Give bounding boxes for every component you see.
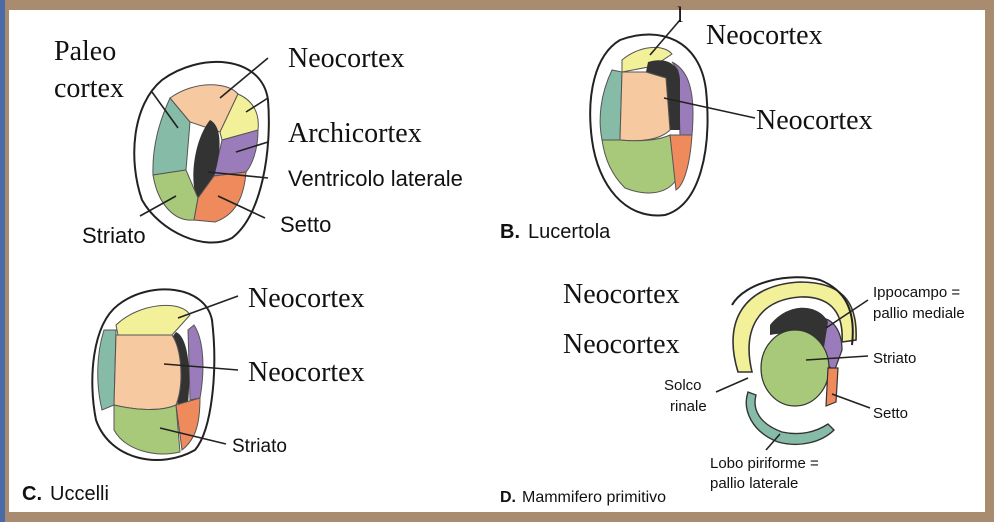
panel-a-label-setto: Setto <box>280 212 331 237</box>
panel-b-caption-text: Lucertola <box>528 221 611 243</box>
panel-c-label-neocortex-top: Neocortex <box>248 283 365 314</box>
panel-b-fragment-l: l <box>677 2 683 27</box>
panel-d-label-striato: Striato <box>873 350 916 367</box>
panel-a-label-archicortex: Archicortex <box>288 118 422 149</box>
panel-b-label-neocortex-top: Neocortex <box>706 20 823 51</box>
panel-d-caption: D. Mammifero primitivo <box>500 489 666 506</box>
panel-d-label-solco-1: Solco <box>664 377 702 394</box>
panel-c-caption-text: Uccelli <box>50 483 109 505</box>
panel-d-label-lobo-1: Lobo piriforme = <box>710 455 819 472</box>
panel-c-label-neocortex-mid: Neocortex <box>248 357 365 388</box>
panel-b-paleocortex-region <box>600 70 622 140</box>
panel-c-yellow-region <box>116 305 190 335</box>
panel-a-label-paleo-1: Paleo <box>54 36 116 67</box>
panel-a-label-neocortex: Neocortex <box>288 43 405 74</box>
panel-d-striato-region <box>761 330 829 406</box>
panel-d-setto-region <box>826 368 838 406</box>
panel-d-label-lobo-2: pallio laterale <box>710 475 798 492</box>
panel-c: Neocortex Neocortex Striato C. Uccelli <box>22 283 365 505</box>
panel-d-caption-letter: D. <box>500 489 516 506</box>
panel-b-caption: B. Lucertola <box>500 221 611 243</box>
panel-a-striato-region <box>153 170 198 220</box>
panel-b-neocortex-region <box>620 72 670 141</box>
panel-d-leader-setto <box>832 394 870 408</box>
panel-a-leader-neocortex <box>220 58 268 98</box>
panel-d-caption-text: Mammifero primitivo <box>522 489 666 506</box>
panel-a-label-striato: Striato <box>82 223 146 248</box>
panel-c-paleocortex-region <box>98 330 116 410</box>
panel-d: Neocortex Neocortex Ippocampo = pallio m… <box>500 277 965 506</box>
panel-a-label-paleo-2: cortex <box>54 73 124 104</box>
panel-a: Paleo cortex Neocortex Archicortex Ventr… <box>54 36 463 248</box>
panel-a-archicortex-region <box>214 130 258 176</box>
panel-d-label-ippocampo-2: pallio mediale <box>873 305 965 322</box>
panel-d-leader-solco <box>716 378 748 392</box>
panel-c-striato-region <box>114 405 180 454</box>
panel-d-label-ippocampo-1: Ippocampo = <box>873 284 960 301</box>
panel-c-label-striato: Striato <box>232 436 287 457</box>
panel-c-neocortex-region <box>114 335 181 410</box>
panel-b-caption-letter: B. <box>500 221 520 243</box>
panel-c-caption: C. Uccelli <box>22 483 109 505</box>
panel-b-label-neocortex-mid: Neocortex <box>756 105 873 136</box>
panel-c-caption-letter: C. <box>22 483 42 505</box>
panel-d-label-neocortex-top: Neocortex <box>563 279 680 310</box>
panel-a-label-ventricolo: Ventricolo laterale <box>288 166 463 191</box>
panel-c-leader-neocortex-top <box>178 296 238 318</box>
panel-b: l Neocortex Neocortex B. Lucertola <box>500 2 873 243</box>
panel-b-striato-region <box>602 135 676 193</box>
panel-c-archicortex-region <box>188 325 203 400</box>
panel-d-label-setto: Setto <box>873 405 908 422</box>
panel-d-label-neocortex-mid: Neocortex <box>563 329 680 360</box>
panel-d-label-solco-2: rinale <box>670 398 707 415</box>
